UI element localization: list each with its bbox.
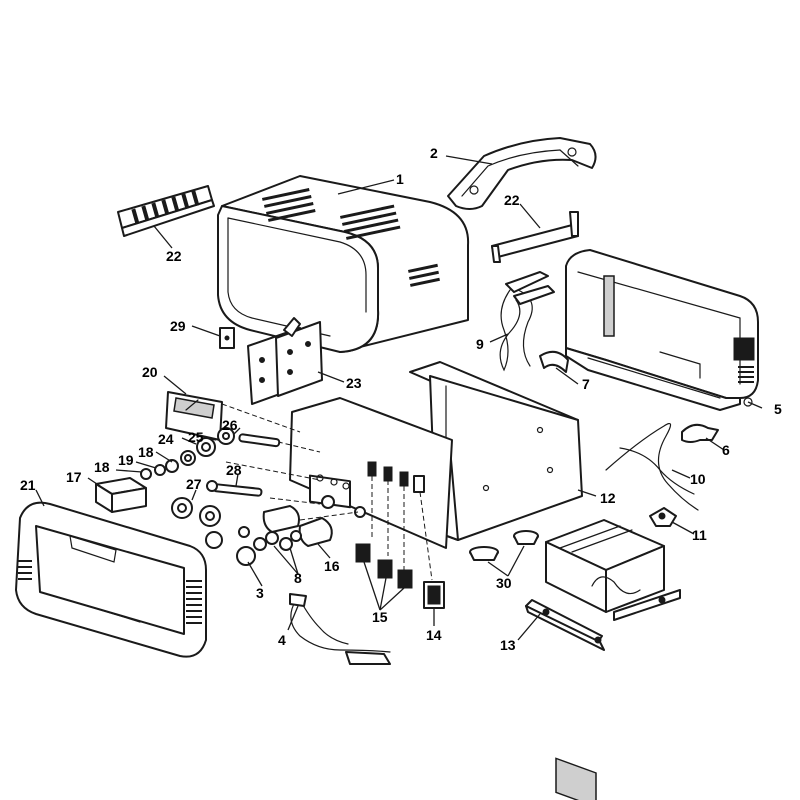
callout-5: 5 [774,401,782,417]
callout-4: 4 [278,632,286,648]
callout-10: 10 [690,471,706,487]
front-control-panel [289,397,453,549]
callout-14: 14 [426,627,442,643]
callout-17: 17 [66,469,82,485]
callout-25: 25 [188,429,204,445]
callout-13: 13 [500,637,516,653]
callout-19: 19 [118,452,134,468]
callout-7: 7 [582,376,590,392]
callout-21: 21 [20,477,36,493]
hardware-nuts-washers [140,427,281,480]
callout-2: 2 [430,145,438,161]
part-22-right-bracket [491,211,579,263]
part-22-left-grille [117,185,215,237]
callout-8: 8 [294,570,302,586]
callout-26: 26 [222,417,238,433]
callout-18a: 18 [138,444,154,460]
part-7-bushing [539,350,569,373]
callout-20: 20 [142,364,158,380]
callout-16: 16 [324,558,340,574]
part-10-cable [605,423,699,511]
callout-numbers: 1 2 3 4 5 6 7 8 9 10 11 12 13 14 15 16 1… [20,145,782,653]
part-5-rear-frame [565,249,759,411]
callout-27: 27 [186,476,202,492]
part-11-thermostat [649,507,677,527]
part-1-top-cover [217,175,470,353]
callout-15: 15 [372,609,388,625]
part-13-transformer [525,519,681,800]
part-14-switch [423,581,445,609]
callout-28: 28 [226,462,242,478]
part-17-rectifier-block [95,477,147,513]
part-15-switches [355,543,413,589]
callout-leader-lines [35,155,763,641]
callout-30: 30 [496,575,512,591]
part-8-nuts [238,526,302,551]
callout-22a: 22 [166,248,182,264]
callout-1: 1 [396,171,404,187]
callout-24: 24 [158,431,174,447]
part-30-feet [469,530,539,561]
callout-29: 29 [170,318,186,334]
part-4-output-cable [289,593,391,665]
part-21-front-frame [15,501,207,658]
callout-12: 12 [600,490,616,506]
part-23-heatsink [247,317,323,405]
callout-18b: 18 [94,459,110,475]
part-9-clamp-cable [499,271,555,372]
part-29-small-bracket [219,327,235,349]
callout-3: 3 [256,585,264,601]
callout-9: 9 [476,336,484,352]
callout-6: 6 [722,442,730,458]
part-6-strain-relief [681,423,719,443]
callout-23: 23 [346,375,362,391]
part-27-bushings [171,497,221,527]
part-2-handle [447,137,597,210]
callout-22b: 22 [504,192,520,208]
callout-11: 11 [692,527,707,543]
part-28-bolt [206,480,263,497]
part-3-knob [205,531,256,566]
